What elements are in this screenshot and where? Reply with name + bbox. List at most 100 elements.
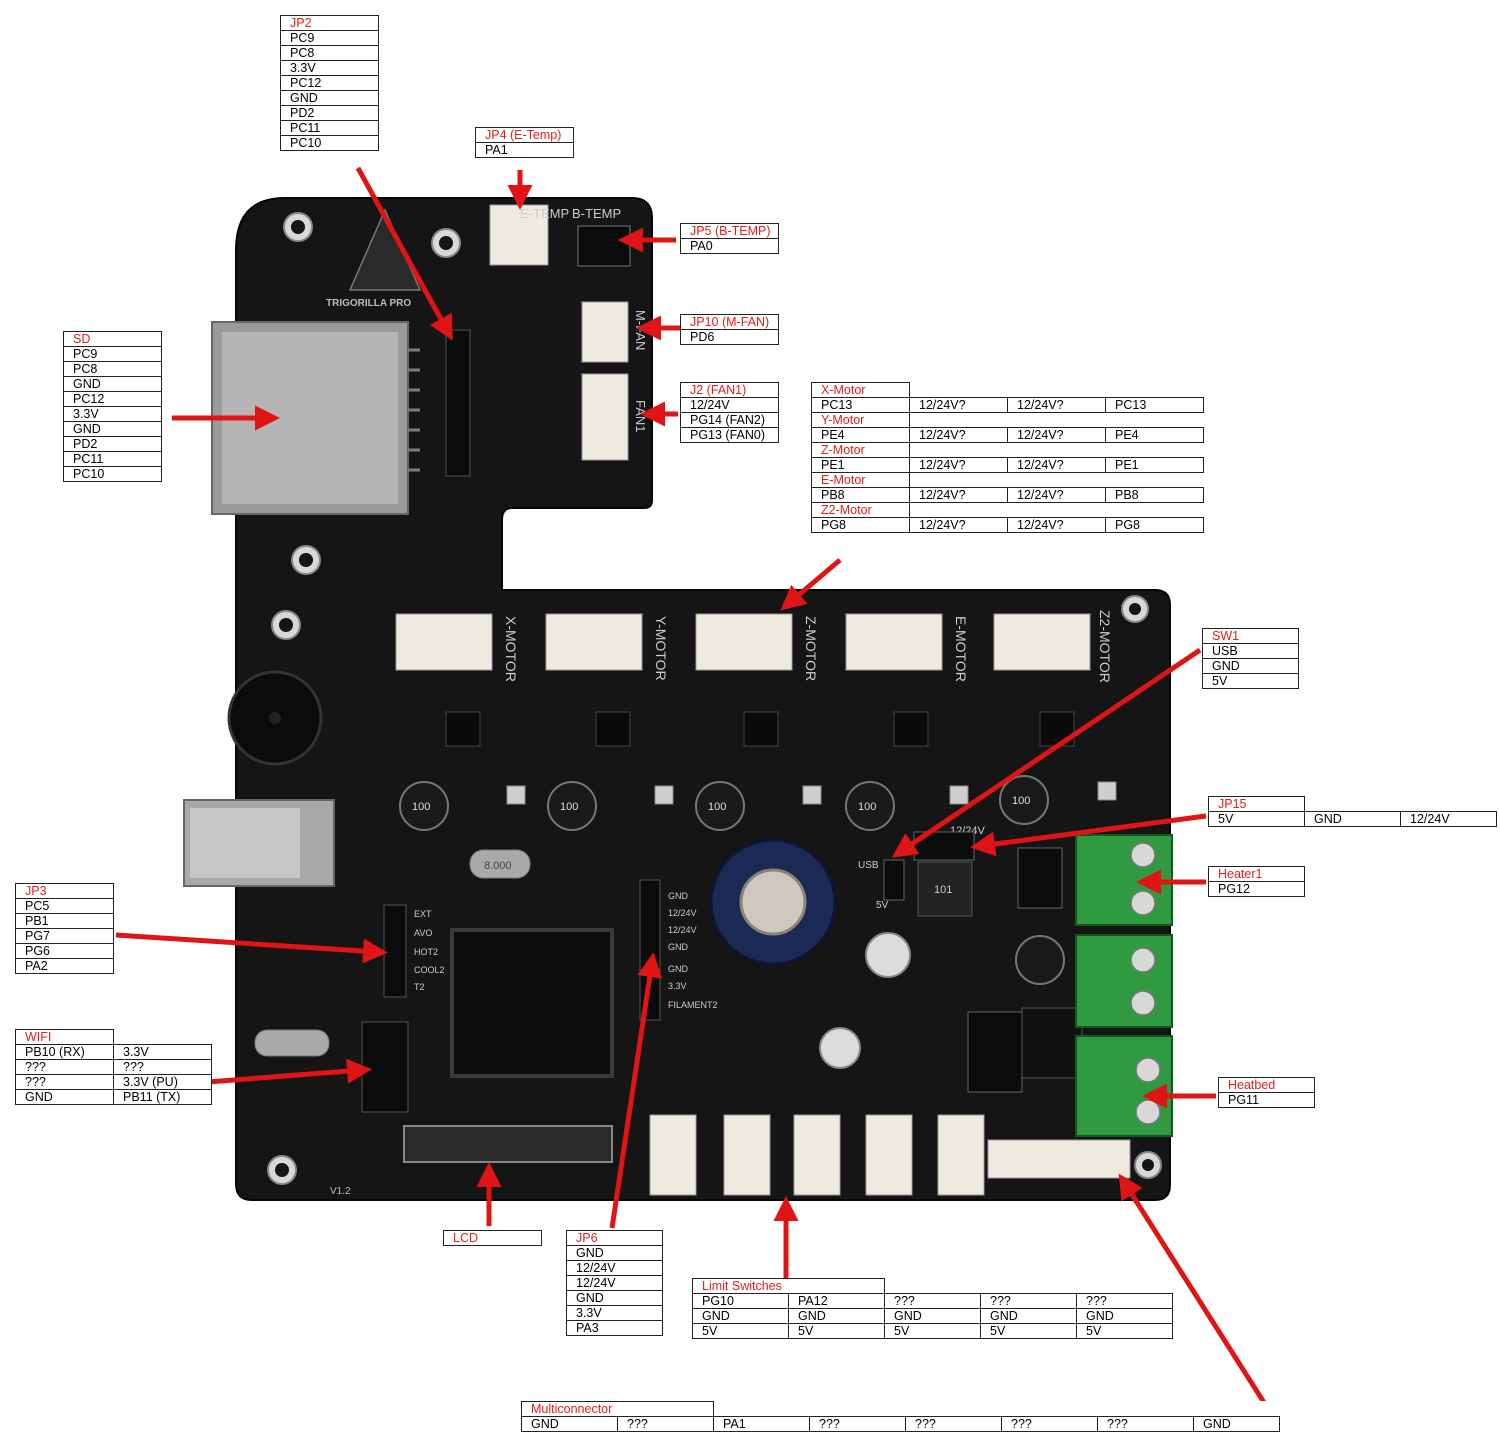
multi-pin: GND [521, 1416, 618, 1432]
jp2-pin: PC8 [280, 45, 379, 61]
crystal-2 [254, 1029, 330, 1057]
jp3-silk-hot2: HOT2 [414, 947, 438, 957]
jp2-pin: PD2 [280, 105, 379, 121]
limit-pin: PG10 [692, 1293, 789, 1309]
multi-pin: PA1 [713, 1416, 810, 1432]
jp3-table: JP3 PC5 PB1 PG7 PG6 PA2 [15, 883, 114, 974]
motor-title: E-Motor [811, 472, 910, 488]
wifi-table: WIFI PB10 (RX)3.3V ?????? ???3.3V (PU) G… [15, 1029, 212, 1105]
j2-title: J2 (FAN1) [680, 382, 779, 398]
motor-title: Z2-Motor [811, 502, 910, 518]
jp6-silk-gnd3: GND [668, 964, 689, 974]
multi-pin: ??? [905, 1416, 1002, 1432]
jp6-pin: PA3 [566, 1320, 663, 1336]
jp2-pin: PC9 [280, 30, 379, 46]
limit-pin: GND [884, 1308, 981, 1324]
motor-pin: PB8 [1105, 487, 1204, 503]
jp6-table: JP6 GND 12/24V 12/24V GND 3.3V PA3 [566, 1230, 663, 1336]
heatsink [1021, 1007, 1083, 1079]
motor-pin: 12/24V? [909, 457, 1008, 473]
lcd-title: LCD [443, 1230, 542, 1246]
mosfet-2 [967, 1011, 1023, 1093]
jp15-title: JP15 [1208, 796, 1305, 812]
jp2-pin: PC12 [280, 75, 379, 91]
usb-silk: USB [858, 860, 879, 871]
sd-pin: PC12 [63, 391, 162, 407]
e-temp-label: E-TEMP [520, 206, 569, 221]
heatbed-title: Heatbed [1218, 1077, 1315, 1093]
jp6-silk-v1: 12/24V [668, 908, 697, 918]
jp2-pin: GND [280, 90, 379, 106]
jp3-silk-avo: AVO [414, 928, 432, 938]
power-terminals [1075, 834, 1173, 1137]
cap-text-3: 100 [708, 801, 726, 813]
cap-text-1: 100 [412, 801, 430, 813]
motor-pin: 12/24V? [1007, 517, 1106, 533]
jp2-header [445, 329, 471, 477]
wifi-title: WIFI [15, 1029, 114, 1045]
jp3-pin: PC5 [15, 898, 114, 914]
motor-pin: 12/24V? [909, 517, 1008, 533]
b-temp-label: B-TEMP [572, 206, 621, 221]
limit-pin: 5V [788, 1323, 885, 1339]
jp2-pin: PC11 [280, 120, 379, 136]
jp3-silk-cool2: COOL2 [414, 965, 445, 975]
b-temp-connector [577, 225, 631, 267]
motor-pin: 12/24V? [1007, 457, 1106, 473]
sw1-title: SW1 [1202, 628, 1299, 644]
sw1-pin: GND [1202, 658, 1299, 674]
jp6-pin: GND [566, 1245, 663, 1261]
jp3-pin: PA2 [15, 958, 114, 974]
lcd-ribbon-connector [403, 1125, 613, 1163]
y-motor-label: Y-MOTOR [653, 616, 669, 681]
jp6-header [639, 879, 661, 1021]
motor-pin: 12/24V? [909, 427, 1008, 443]
jp3-pin: PG6 [15, 943, 114, 959]
e-motor-label: E-MOTOR [953, 616, 969, 682]
crystal [469, 849, 531, 879]
jp15-header [913, 831, 975, 861]
jp10-title: JP10 (M-FAN) [680, 314, 779, 330]
m-fan-label: M-FAN [633, 310, 648, 350]
motor-pin: PC13 [1105, 397, 1204, 413]
z2-motor-label: Z2-MOTOR [1097, 610, 1113, 683]
limit-pin: 5V [884, 1323, 981, 1339]
jp3-title: JP3 [15, 883, 114, 899]
sd-pin: PC10 [63, 466, 162, 482]
jp6-silk-gnd1: GND [668, 891, 689, 901]
motor-pin: PB8 [811, 487, 910, 503]
jp6-pin: 12/24V [566, 1275, 663, 1291]
inductor [917, 861, 973, 917]
version-silk: V1.2 [330, 1186, 351, 1197]
multiconnector-table: Multiconnector GND ??? PA1 ??? ??? ??? ?… [521, 1401, 1280, 1432]
motor-pin: 12/24V? [909, 487, 1008, 503]
j2-pin: PG13 (FAN0) [680, 427, 779, 443]
wifi-pin: ??? [15, 1059, 114, 1075]
motor-pin: 12/24V? [1007, 487, 1106, 503]
cap-small-1 [865, 932, 911, 978]
j2-pin: 12/24V [680, 397, 779, 413]
jp3-pin: PG7 [15, 928, 114, 944]
motor-pin: PC13 [811, 397, 910, 413]
multi-title: Multiconnector [521, 1401, 714, 1417]
limit-pin: 5V [980, 1323, 1077, 1339]
heatbed-table: Heatbed PG11 [1218, 1077, 1315, 1108]
wifi-pin: 3.3V [113, 1044, 212, 1060]
jp2-table: JP2 PC9 PC8 3.3V PC12 GND PD2 PC11 PC10 [280, 15, 379, 151]
wifi-pin: PB10 (RX) [15, 1044, 114, 1060]
motor-pin: PG8 [811, 517, 910, 533]
sd-pin: PD2 [63, 436, 162, 452]
limit-pin: ??? [980, 1293, 1077, 1309]
motor-pin: 12/24V? [1007, 397, 1106, 413]
sd-pin: PC9 [63, 346, 162, 362]
lcd-table: LCD [443, 1230, 542, 1246]
jp15-pin: 5V [1208, 811, 1305, 827]
sw1-switch [883, 859, 905, 901]
motor-pin: 12/24V? [909, 397, 1008, 413]
wifi-pin: ??? [15, 1074, 114, 1090]
limit-pin: GND [788, 1308, 885, 1324]
multi-pin: GND [1193, 1416, 1280, 1432]
jp3-header [383, 904, 407, 998]
